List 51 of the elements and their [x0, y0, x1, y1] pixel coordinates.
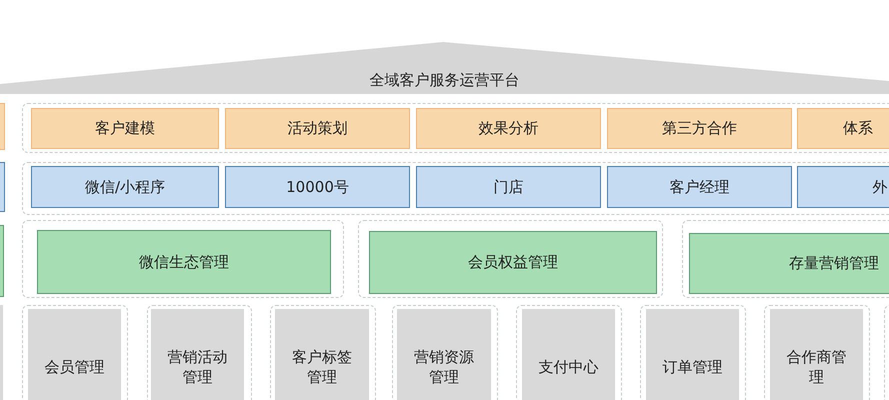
group-frame [358, 220, 663, 298]
service-box [522, 309, 615, 400]
platform-title: 全域客户服务运营平台 [370, 70, 520, 90]
function-box [369, 231, 657, 294]
module-label: 第三方合作 [662, 118, 737, 139]
group-frame [147, 305, 252, 400]
service-box [28, 309, 121, 400]
group-frame [22, 220, 344, 298]
group-frame [22, 103, 889, 153]
function-label: 会员权益管理 [468, 252, 558, 273]
module-label: 活动策划 [288, 118, 348, 139]
function-label: 存量营销管理 [789, 253, 879, 274]
group-frame [392, 305, 498, 400]
group-frame [22, 305, 128, 400]
group-frame [516, 305, 622, 400]
service-label: 合作商管理 [786, 346, 848, 388]
group-frame [640, 305, 746, 400]
channel-label: 外 [872, 176, 888, 198]
service-box [770, 309, 863, 400]
module-label: 体系 [843, 118, 873, 139]
channel-box [416, 166, 601, 208]
group-frame [22, 162, 889, 215]
service-box [275, 309, 369, 400]
channel-label: 10000号 [286, 176, 349, 198]
service-label: 营销资源管理 [413, 346, 475, 388]
channel-label: 客户经理 [670, 176, 730, 198]
service-label: 营销活动管理 [166, 346, 228, 388]
channel-box [225, 166, 410, 208]
channel-box [607, 166, 792, 208]
module-box [607, 108, 792, 149]
channel-label: 微信/小程序 [84, 176, 166, 198]
group-frame [764, 305, 870, 400]
group-frame [270, 305, 376, 400]
module-label: 客户建模 [95, 118, 155, 139]
service-box [151, 309, 244, 400]
module-box [31, 108, 219, 149]
channel-box [31, 166, 219, 208]
module-box [225, 108, 410, 149]
function-box [37, 230, 331, 294]
module-box [416, 108, 601, 149]
service-label: 订单管理 [662, 356, 724, 378]
service-label: 客户标签管理 [291, 346, 353, 388]
service-label: 会员管理 [44, 356, 106, 378]
module-label: 效果分析 [478, 118, 538, 139]
channel-label: 门店 [494, 176, 524, 198]
service-box [397, 309, 491, 400]
function-label: 微信生态管理 [139, 252, 229, 272]
roof-banner [0, 40, 889, 94]
module-box [797, 108, 889, 149]
service-label: 支付中心 [538, 356, 600, 378]
service-box [646, 309, 739, 400]
